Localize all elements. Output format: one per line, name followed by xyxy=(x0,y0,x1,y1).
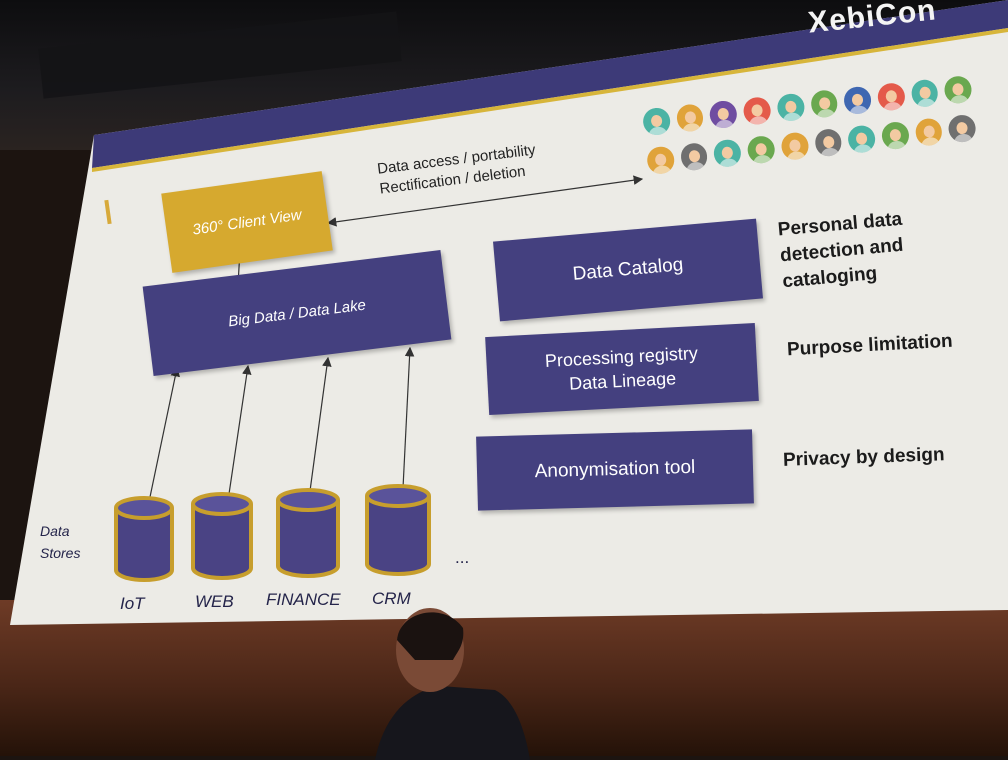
user-avatar-icon xyxy=(909,78,940,109)
user-avatar-icon xyxy=(779,131,810,162)
user-avatar-icon xyxy=(880,120,910,151)
arrow-web-to-datalake xyxy=(228,364,252,495)
user-avatar-icon xyxy=(746,134,776,165)
store-cylinder-finance xyxy=(276,488,340,578)
user-avatar-icon xyxy=(847,124,877,154)
user-avatar-icon xyxy=(645,145,676,176)
user-avatar-icon xyxy=(943,74,973,105)
user-avatar-icon xyxy=(712,138,743,169)
data-stores-label: Data Stores xyxy=(40,523,81,561)
arrow-crm-to-datalake xyxy=(402,346,415,489)
user-avatar-icon xyxy=(708,99,739,130)
processing-registry-box: Processing registry Data Lineage xyxy=(485,322,759,416)
store-label-iot: IoT xyxy=(120,594,145,613)
user-avatar-icon xyxy=(809,89,839,119)
data-catalog-label: Data Catalog xyxy=(571,254,685,285)
store-cylinder-web xyxy=(191,492,253,580)
user-avatar-icon xyxy=(914,117,944,147)
store-label-crm: CRM xyxy=(372,589,411,608)
user-avatar-icon xyxy=(675,103,705,133)
store-ellipsis: ... xyxy=(455,548,470,567)
user-avatar-icon xyxy=(679,141,709,172)
store-label-finance: FINANCE xyxy=(266,590,341,609)
user-avatar-icon xyxy=(775,92,806,123)
store-cylinder-crm xyxy=(365,484,431,576)
data-catalog-note: Personal data detection and cataloging xyxy=(777,208,905,293)
arrow-access-rights xyxy=(326,175,644,227)
anonymisation-box: Anonymisation tool xyxy=(476,429,754,511)
store-label-web: WEB xyxy=(195,592,234,611)
data-lake-label: Big Data / Data Lake xyxy=(227,296,367,330)
arrow-finance-to-datalake xyxy=(309,356,332,492)
arrow-iot-to-datalake xyxy=(149,366,180,498)
client-view-label: 360° Client View xyxy=(191,205,303,239)
user-avatar-icon xyxy=(641,106,672,137)
anonymisation-label: Anonymisation tool xyxy=(534,456,696,483)
processing-registry-label: Processing registry Data Lineage xyxy=(544,343,699,394)
store-cylinder-iot xyxy=(114,496,174,582)
speaker-silhouette xyxy=(375,608,530,760)
user-avatar-icon xyxy=(947,113,977,144)
user-avatar-icon xyxy=(842,85,873,116)
user-avatar-icon xyxy=(813,127,843,158)
user-avatar-icon xyxy=(742,96,772,126)
user-avatar-icon xyxy=(876,82,906,112)
